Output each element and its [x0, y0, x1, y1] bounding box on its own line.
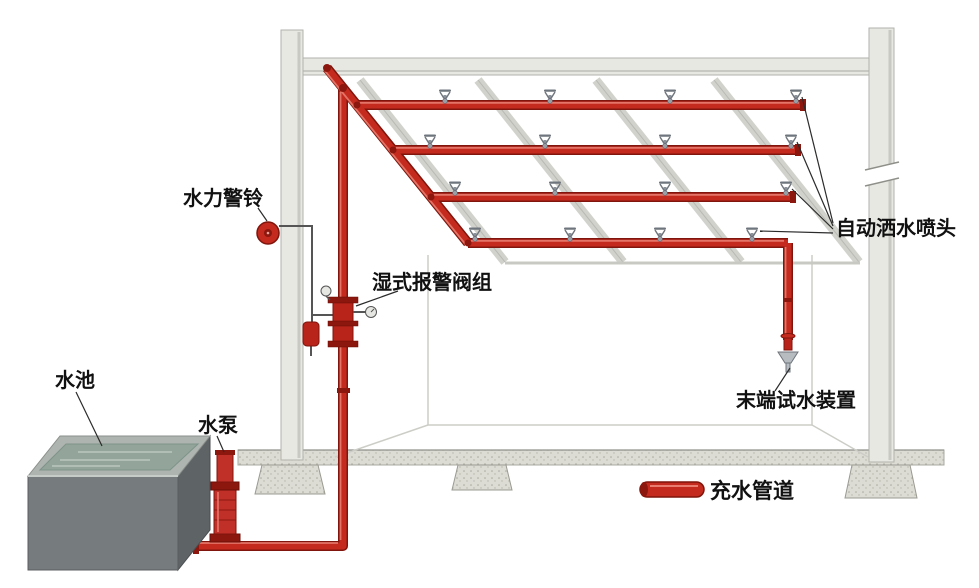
tee-joint — [464, 239, 472, 247]
ceiling-joist — [710, 77, 863, 265]
water-ripples — [52, 451, 172, 467]
label-automatic-sprinkler-heads: 自动洒水喷头 — [836, 216, 956, 240]
top-beam — [280, 57, 894, 76]
water-tank — [26, 434, 212, 572]
leader-line-sprinkler-4 — [759, 230, 834, 234]
label-water-tank: 水池 — [55, 369, 95, 392]
column-break-mark — [864, 161, 900, 187]
gauge-stub — [325, 295, 331, 301]
leader-line-alarm-valve — [355, 290, 399, 307]
label-end-test-device: 末端试水装置 — [736, 388, 856, 412]
alarm-bell-bolt — [266, 231, 270, 235]
legend: 充水管道 — [639, 479, 794, 503]
pump-coupling — [210, 481, 240, 491]
pump-motor — [216, 453, 234, 483]
right-column — [864, 27, 900, 463]
labels: 水力警铃 湿式报警阀组 自动洒水喷头 末端试水装置 水池 水泵 — [55, 186, 956, 437]
leader-line-sprinkler-3 — [791, 188, 834, 230]
label-hydraulic-alarm-bell: 水力警铃 — [183, 186, 263, 210]
leader-line-water-pump — [216, 435, 225, 453]
leader-line-sprinkler-1 — [801, 96, 834, 224]
pressure-gauge — [320, 285, 332, 297]
ceiling-joist — [592, 77, 745, 265]
left-column — [280, 29, 304, 461]
ceiling-joist — [474, 77, 627, 265]
water-pump — [209, 450, 241, 543]
legend-pipe-cap — [640, 482, 648, 497]
leader-line-end-test — [774, 367, 791, 392]
leader-line-sprinkler-2 — [796, 141, 834, 227]
branch-end-cap — [795, 144, 801, 156]
column-footing-middle — [451, 464, 513, 491]
retard-chamber — [302, 321, 320, 347]
valve-flange — [327, 296, 359, 304]
valve-flange — [327, 320, 359, 327]
tee-joint — [427, 193, 435, 201]
legend-pipe-sample — [639, 481, 705, 498]
column-footing-left — [254, 464, 326, 495]
tee-joint — [339, 84, 347, 92]
test-valve-body — [783, 337, 793, 351]
column-footing-right — [844, 464, 918, 499]
hydraulic-alarm-bell — [256, 221, 280, 245]
branch-end-cap — [800, 99, 806, 111]
wet-alarm-valve-group — [279, 225, 377, 356]
gauge-needle — [370, 308, 375, 313]
leader-line-alarm-bell — [257, 207, 268, 222]
tank-water-surface — [38, 443, 200, 471]
pipe-body — [193, 65, 803, 550]
room-interior-lines — [334, 255, 869, 458]
leader-line-water-tank — [75, 391, 103, 447]
tank-front-face — [27, 475, 179, 571]
ceiling-joist — [356, 77, 509, 265]
tee-joint — [353, 101, 361, 109]
riser-flange — [337, 388, 350, 393]
pump-motor-cap — [215, 450, 235, 455]
leader-lines — [75, 96, 834, 453]
legend-label-water-filled-pipe: 充水管道 — [710, 479, 794, 503]
drop-pipe-flange — [783, 298, 793, 302]
end-test-device — [777, 333, 799, 373]
building-structure — [237, 27, 945, 499]
test-funnel — [777, 351, 799, 364]
valve-flange — [327, 340, 359, 348]
label-water-pump: 水泵 — [198, 414, 238, 437]
label-wet-alarm-valve-group: 湿式报警阀组 — [372, 270, 492, 294]
piping-network — [193, 64, 806, 554]
elbow-joint — [323, 64, 331, 72]
valve-trim-and-bell-pipe — [279, 225, 333, 356]
pipe-fittings — [193, 64, 806, 554]
ceiling-joists — [356, 77, 863, 265]
pump-base — [209, 533, 241, 543]
tee-joint — [389, 146, 397, 154]
branch-end-cap — [790, 191, 796, 203]
